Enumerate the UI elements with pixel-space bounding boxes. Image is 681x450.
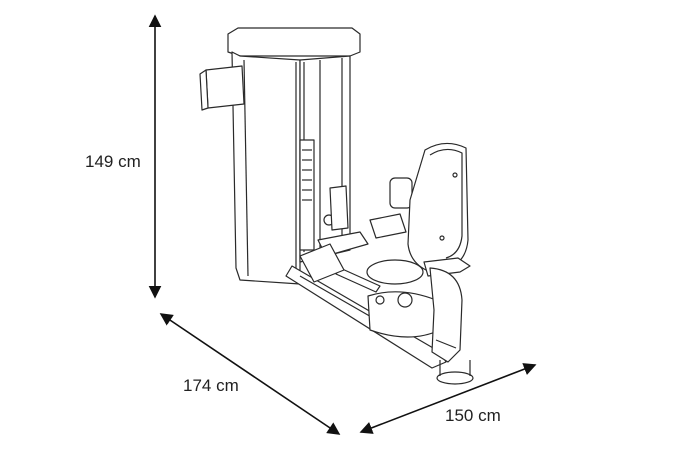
width-label: 150 cm: [445, 406, 501, 425]
gym-machine-illustration: [199, 27, 474, 385]
length-arrow: [159, 313, 341, 435]
height-label: 149 cm: [85, 152, 141, 171]
length-label: 174 cm: [183, 376, 239, 395]
width-arrow: [359, 363, 537, 434]
